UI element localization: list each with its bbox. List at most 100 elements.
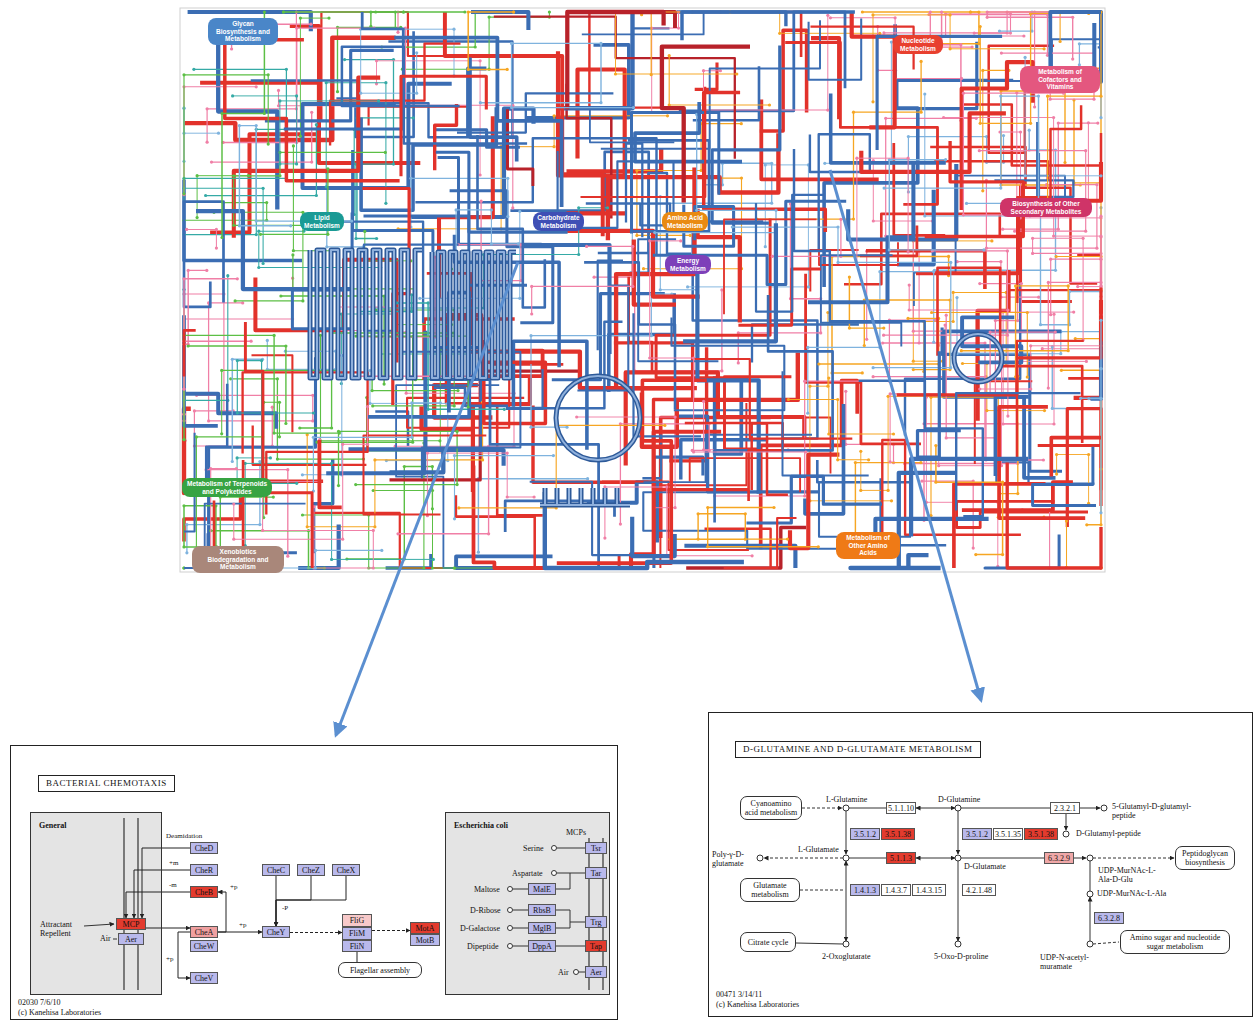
compound-dot (192, 68, 195, 71)
compound-circle (574, 970, 579, 975)
compound-dot (510, 42, 513, 45)
chemotaxis-artwork (30, 812, 610, 995)
membrane-line (137, 818, 138, 990)
fatty-acid-loop (432, 252, 516, 378)
compound-dot (359, 92, 362, 95)
gene-name: 1.4.3.7 (885, 886, 907, 895)
compound-circle (1087, 941, 1093, 947)
compound-dot (878, 270, 881, 273)
compound-dot (697, 512, 700, 515)
pathway-line (806, 274, 921, 444)
compound-dot (978, 387, 981, 390)
compound-dot (384, 202, 387, 205)
compound-dot (606, 206, 609, 209)
compound-dot (1052, 313, 1055, 316)
compound-dot (467, 68, 470, 71)
compound-dot (1072, 311, 1075, 314)
pathway-line (319, 440, 341, 507)
compound-dot (330, 426, 333, 429)
text-label: Air (558, 968, 569, 977)
compound-dot (311, 419, 314, 422)
compound-dot (336, 90, 339, 93)
compound-dot (836, 458, 839, 461)
compound-dot (986, 10, 989, 13)
compound-dot (932, 270, 935, 273)
category-text: Metabolism of Terpenoids and Polyketides (186, 480, 268, 495)
compound-dot (852, 111, 855, 114)
compound-dot (263, 10, 266, 13)
compound-dot (384, 151, 387, 154)
pathway-line (873, 15, 1044, 102)
organism-region: GeneralMCPAer (30, 812, 162, 995)
text-label: Aspartate (512, 869, 543, 878)
compound-dot (415, 92, 418, 95)
compound-dot (377, 99, 380, 102)
compound-dot (295, 162, 298, 165)
compound-dot (1067, 284, 1070, 287)
gene-box: MalE (528, 883, 556, 895)
compound-dot (1076, 285, 1079, 288)
compound-dot (844, 390, 847, 393)
compound-dot (310, 111, 313, 114)
compound-dot (577, 253, 580, 256)
reaction-line (1090, 861, 1091, 891)
gene-box: Tap (585, 940, 607, 952)
pathway-line (635, 102, 742, 162)
gene-box: FliN (342, 940, 372, 952)
compound-dot (677, 27, 680, 30)
compound-dot (751, 554, 754, 557)
pathway-line (326, 450, 424, 473)
compound-dot (453, 404, 456, 407)
compound-dot (1099, 511, 1102, 514)
compound-dot (410, 401, 413, 404)
pathway-line (884, 96, 1038, 203)
compound-dot (195, 435, 198, 438)
compound-dot (506, 452, 509, 455)
region-title: General (39, 821, 67, 830)
gene-box: FliM (342, 927, 372, 940)
compound-dot (431, 566, 434, 569)
pathway-line (695, 359, 853, 439)
gene-name: CheR (195, 866, 213, 875)
compound-dot (999, 187, 1002, 190)
compound-dot (257, 230, 260, 233)
text-label: MCPs (566, 828, 586, 837)
gene-box: 2.3.2.1 (1050, 802, 1080, 814)
compound-dot (553, 145, 556, 148)
pathway-line (234, 407, 368, 540)
compound-dot (1037, 95, 1040, 98)
pathway-line (184, 202, 224, 307)
urea-cycle-ring (954, 334, 1002, 382)
binding-line (513, 889, 528, 890)
compound-dot (804, 450, 807, 453)
pathway-line (369, 107, 469, 126)
compound-dot (1084, 149, 1087, 152)
pathway-line (985, 534, 1059, 568)
compound-dot (511, 206, 514, 209)
compound-dot (506, 68, 509, 71)
compound-dot (806, 346, 809, 349)
pathway-line (861, 113, 1006, 171)
pathway-line (184, 69, 286, 178)
compound-dot (720, 288, 723, 291)
compound-dot (979, 122, 982, 125)
compound-dot (330, 558, 333, 561)
pathway-line (245, 322, 312, 568)
text-label: 00471 3/14/11 (716, 990, 762, 999)
compound-dot (467, 405, 470, 408)
gene-box: 3.5.1.2 (962, 828, 992, 840)
compound-dot (354, 237, 357, 240)
compound-dot (786, 538, 789, 541)
pathway-line (237, 361, 313, 484)
compound-dot (182, 504, 185, 507)
compound-dot (603, 537, 606, 540)
reaction-line (958, 811, 959, 854)
reaction-line (849, 808, 886, 809)
text-label: Poly-γ-D-glutamate (712, 850, 754, 868)
pathway-line (788, 400, 868, 460)
edge-label: +m (168, 859, 179, 867)
pathway-comb (540, 488, 630, 505)
compound-dot (371, 389, 374, 392)
pathway-line (632, 517, 675, 556)
compound-dot (269, 456, 272, 459)
